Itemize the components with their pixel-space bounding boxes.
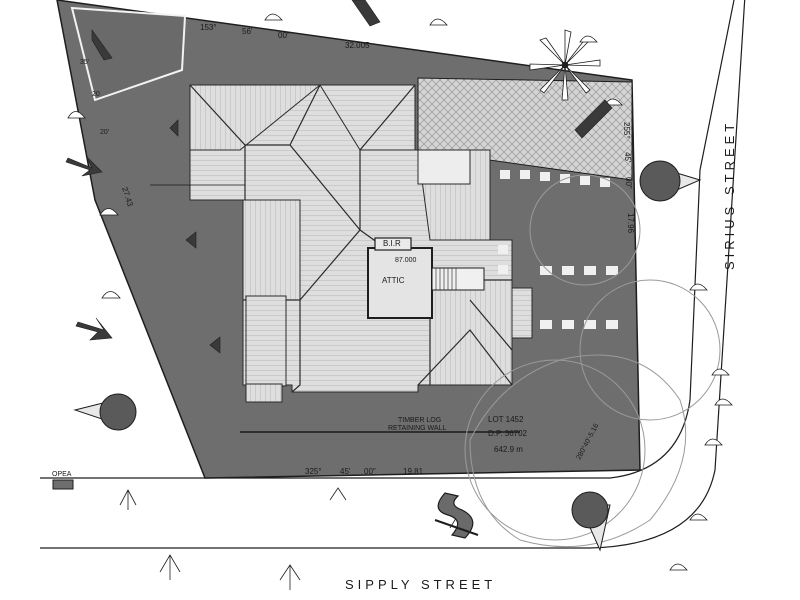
north-bearing-min: 56' <box>242 27 253 36</box>
starburst-plant-icon <box>529 29 601 101</box>
sipply-street-label: SIPPLY STREET <box>345 577 496 592</box>
south-bearing-sec: 00" <box>364 467 376 476</box>
small-dim-c: 20' <box>100 129 109 136</box>
lot-area: 642.9 m <box>494 445 523 454</box>
legend-code: OPEA <box>52 471 72 478</box>
wall-label-2: RETAINING WALL <box>388 425 446 432</box>
small-dim-a: 35' <box>80 59 89 66</box>
legend-swatch <box>52 479 74 490</box>
lot-dp: D.P. 36702 <box>488 429 528 438</box>
s-north-arrow-icon <box>434 492 479 539</box>
lot-number: LOT 1452 <box>488 415 524 424</box>
house-roof <box>189 84 533 403</box>
south-bearing-deg: 325° <box>305 467 322 476</box>
bir-label: B.I.R <box>383 239 401 248</box>
north-bearing-sec: 00" <box>278 31 290 40</box>
tree-symbol-icon <box>639 160 702 202</box>
spot-level: 87.000 <box>395 257 417 264</box>
small-dim-b: 20 <box>92 91 100 98</box>
sirius-street-label: SIRIUS STREET <box>722 120 737 270</box>
wall-label-1: TIMBER LOG <box>398 417 441 424</box>
tree-symbol-icon <box>571 491 611 552</box>
tree-symbol-icon <box>73 393 137 431</box>
flow-arrow-icon <box>65 0 613 354</box>
east-length: 17.96 <box>626 213 635 234</box>
parking-markings <box>498 170 618 329</box>
attic-label: ATTIC <box>382 276 405 285</box>
street-verge-lines <box>40 0 746 549</box>
tree-canopies <box>464 174 721 548</box>
south-bearing-min: 45' <box>340 467 351 476</box>
shrub-symbol-icon <box>67 13 733 571</box>
corner-garden-bed <box>70 6 187 102</box>
north-bearing-deg: 153° <box>200 23 217 32</box>
east-bearing-deg: 255° <box>622 122 631 139</box>
east-bearing-min: 45' <box>623 152 632 163</box>
east-bearing-sec: 00" <box>624 177 633 189</box>
south-length: 19.81 <box>403 467 424 476</box>
ground-cover-sprigs <box>119 487 467 590</box>
north-length: 32.005 <box>345 41 370 50</box>
